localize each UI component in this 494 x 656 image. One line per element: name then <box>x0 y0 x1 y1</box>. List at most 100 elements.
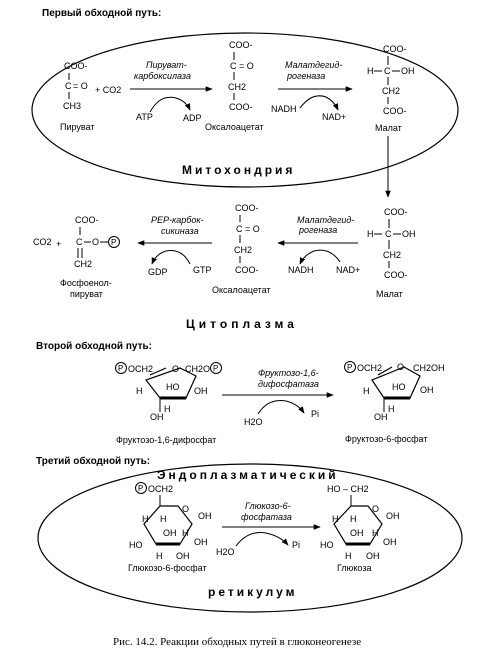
fbp-p1: P <box>118 364 123 373</box>
malate-mito-oh: OH <box>401 66 415 76</box>
fbp-oh-right: OH <box>194 386 208 396</box>
malate-mito-c: C <box>384 66 391 76</box>
g6p-o: O <box>182 504 189 514</box>
g6p-p: P <box>138 484 143 493</box>
enzyme-mdh-2: рогеназа <box>286 71 325 81</box>
f6p-oh-right: OH <box>420 385 434 395</box>
glc-h3: H <box>372 528 379 538</box>
glc-oh2: OH <box>350 528 364 538</box>
phosphate-circle <box>344 361 356 373</box>
pep-coo: COO- <box>75 215 99 225</box>
g6p-h4: H <box>156 551 163 561</box>
section-title-third: Третий обходной путь: <box>36 455 150 467</box>
g6p-h3: H <box>182 528 189 538</box>
malate-cyto-c: C <box>385 229 392 239</box>
malate-mito-ch2: CH2 <box>382 86 400 96</box>
glc-name: Глюкоза <box>337 563 371 573</box>
g6p-oh4: OH <box>176 551 190 561</box>
oaa-cyto-coo-bottom: COO- <box>235 265 259 275</box>
pep-name-1: Фосфоенол- <box>60 278 112 288</box>
glc-h2: H <box>332 514 339 524</box>
glc-h1: H <box>350 514 357 524</box>
gtp: GTP <box>193 265 212 275</box>
f6p-och2: OCH2 <box>357 363 382 373</box>
enzyme-pc-1: Пируват- <box>146 60 187 70</box>
oaa-mito-coo-bottom: COO- <box>229 102 253 112</box>
fbp-ch2o: CH2O <box>185 364 210 374</box>
malate-cyto-ch2: CH2 <box>383 250 401 260</box>
g6p-water: H2O <box>216 547 235 557</box>
cofactor-arrow <box>257 400 305 415</box>
nad2: NAD+ <box>336 265 360 275</box>
glc-ho: HO <box>320 540 334 550</box>
oaa-cyto-name: Оксалоацетат <box>212 285 271 295</box>
section-title-first: Первый обходной путь: <box>42 7 161 19</box>
cofactor-arrow <box>151 250 191 265</box>
fbp-pi: Pi <box>311 409 319 419</box>
glc-oh3: OH <box>383 537 397 547</box>
glc-oh4: OH <box>366 551 380 561</box>
oaa-mito-coo-top: COO- <box>229 40 253 50</box>
pyruvate-c: C <box>65 81 72 91</box>
glc-ho-ch2: HO – CH2 <box>327 484 369 494</box>
pep-ch2: CH2 <box>74 259 92 269</box>
fbpase-1: Фруктозо-1,6- <box>258 368 319 378</box>
g6p-h2: H <box>142 514 149 524</box>
cofactor-arrow <box>235 532 289 547</box>
enzyme-pepck-1: PEP-карбок- <box>151 215 204 225</box>
g6p-oh1: OH <box>198 511 212 521</box>
g6pase-2: фосфатаза <box>241 512 292 522</box>
g6p-pi: Pi <box>292 540 300 550</box>
pyruvate-ch3: CH3 <box>63 101 81 111</box>
figure-caption: Рис. 14.2. Реакции обходных путей в глюк… <box>113 636 361 648</box>
fbp-och2: OCH2 <box>128 364 153 374</box>
malate-cyto-coo-top: COO- <box>384 207 408 217</box>
oaa-mito-c: C = O <box>230 61 254 71</box>
enzyme-pepck-2: сикиназа <box>161 226 199 236</box>
oaa-cyto-coo-top: COO- <box>235 203 259 213</box>
fructose-6-phosphate: P OCH2 O CH2OH HO H OH H OH <box>344 361 445 422</box>
compartment-er-top: Эндоплазматический <box>157 468 339 482</box>
glucose: HO – CH2 O H H OH OH H OH HO H OH <box>320 484 400 561</box>
pyruvate-o: = O <box>73 81 88 91</box>
g6p-h1: H <box>160 514 167 524</box>
g6pase-1: Глюкозо-6- <box>245 501 291 511</box>
fbp-water: H2O <box>244 417 263 427</box>
malate-cyto-name: Малат <box>376 289 403 299</box>
pep-o: O <box>92 237 99 247</box>
co2-plus: + CO2 <box>95 85 121 95</box>
malate-cyto-coo-bottom: COO- <box>384 270 408 280</box>
malate-mito-coo-bottom: COO- <box>383 106 407 116</box>
g6p-oh2: OH <box>163 528 177 538</box>
fructose-16-bisphosphate: P OCH2 O CH2O P HO H OH H OH <box>115 362 222 422</box>
glc-oh1: OH <box>386 511 400 521</box>
f6p-oh-bottom: OH <box>374 412 388 422</box>
glc-h4: H <box>345 551 352 561</box>
f6p-name: Фруктозо-6-фосфат <box>345 434 428 444</box>
pyruvate-coo: COO- <box>64 61 88 71</box>
adp: ADP <box>183 113 202 123</box>
fbpase-2: дифосфатаза <box>258 379 319 389</box>
f6p-p: P <box>347 363 352 372</box>
oaa-mito-ch2: CH2 <box>228 82 246 92</box>
fbp-name: Фруктозо-1,6-дифосфат <box>116 435 216 445</box>
enzyme-mdh2-2: рогеназа <box>298 225 337 235</box>
g6p-name: Глюкозо-6-фосфат <box>128 563 207 573</box>
er-membrane <box>37 463 463 613</box>
malate-mito-name: Малат <box>375 123 402 133</box>
compartment-mitochondria: Митохондрия <box>182 163 295 177</box>
malate-mito-coo-top: COO- <box>383 44 407 54</box>
oaa-cyto-ch2: CH2 <box>234 245 252 255</box>
oaa-cyto-c: C = O <box>236 224 260 234</box>
malate-cyto-h: H <box>367 229 374 239</box>
fbp-ho: HO <box>166 382 180 392</box>
nadh2: NADH <box>288 265 314 275</box>
phosphate-circle <box>108 236 120 248</box>
section-title-second: Второй обходной путь: <box>36 340 152 352</box>
malate-mito-h: H <box>367 66 374 76</box>
compartment-er-bottom: ретикулум <box>208 585 297 599</box>
phosphate-circle <box>135 482 147 494</box>
fbp-h2: H <box>164 404 171 414</box>
compartment-cytoplasm: Цитоплазма <box>186 317 298 331</box>
